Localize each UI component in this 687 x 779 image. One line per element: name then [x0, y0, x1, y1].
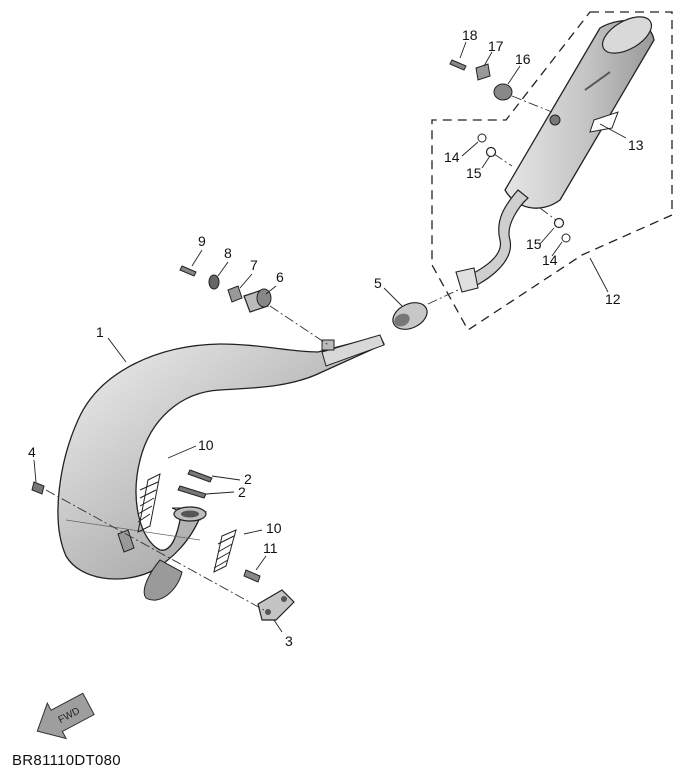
collar-part — [227, 285, 243, 303]
screw-14b-part — [561, 233, 571, 243]
bolt-9-part — [179, 265, 197, 277]
bolt-4-part — [31, 481, 45, 495]
washer-15b-part — [553, 217, 565, 229]
callout-15-lower: 15 — [526, 236, 542, 252]
callout-12: 12 — [605, 291, 621, 307]
seal-lower — [177, 485, 207, 499]
screw-14a-part — [477, 133, 487, 143]
callout-3: 3 — [285, 633, 293, 649]
callout-15-upper: 15 — [466, 165, 482, 181]
damper-part — [243, 288, 272, 313]
callout-10-upper: 10 — [198, 437, 214, 453]
callout-2-upper: 2 — [244, 471, 252, 487]
callout-1: 1 — [96, 324, 104, 340]
silencer — [455, 16, 655, 293]
collar-17-part — [475, 63, 491, 81]
silencer-assembly-boundary — [431, 11, 673, 331]
callout-2-lower: 2 — [238, 484, 246, 500]
callout-9: 9 — [198, 233, 206, 249]
callout-8: 8 — [224, 245, 232, 261]
fwd-arrow-icon: FWD — [36, 692, 95, 740]
alignment-lines — [45, 95, 557, 611]
seal-upper — [187, 469, 213, 483]
drawing-code: BR81110DT080 — [12, 752, 121, 769]
washer-part — [208, 274, 220, 290]
exhaust-pipe — [57, 334, 385, 601]
callout-6: 6 — [276, 269, 284, 285]
bolt-18-part — [449, 59, 467, 71]
callout-5: 5 — [374, 275, 382, 291]
leader-lines — [33, 41, 627, 633]
spring-lower — [213, 529, 237, 573]
callout-17: 17 — [488, 38, 504, 54]
callout-14-upper: 14 — [444, 149, 460, 165]
callout-7: 7 — [250, 257, 258, 273]
bracket-part — [257, 589, 295, 621]
bolt-11-part — [243, 569, 261, 583]
callout-18: 18 — [462, 27, 478, 43]
spring-upper — [137, 473, 161, 533]
callout-4: 4 — [28, 444, 36, 460]
grommet-16-part — [493, 83, 513, 101]
callout-10-lower: 10 — [266, 520, 282, 536]
callout-14-lower: 14 — [542, 252, 558, 268]
callout-11: 11 — [263, 540, 278, 556]
callout-13: 13 — [628, 137, 644, 153]
joint-part — [392, 302, 428, 330]
callout-16: 16 — [515, 51, 531, 67]
washer-15a-part — [485, 146, 497, 158]
